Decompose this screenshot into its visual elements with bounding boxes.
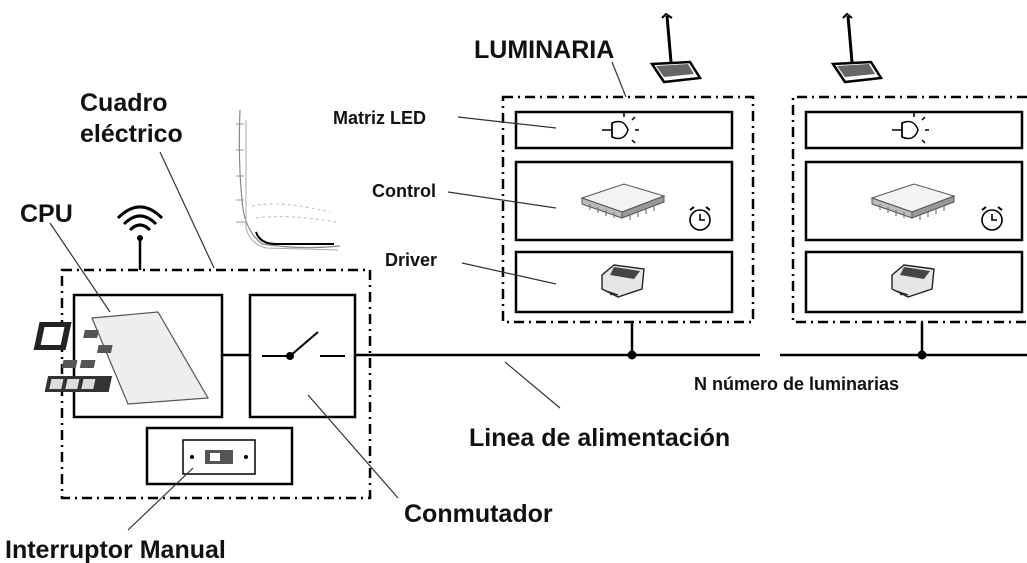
luminaria-enclosure-1: [501, 95, 755, 324]
interruptor-label: Interruptor Manual: [5, 536, 226, 563]
n-luminarias-label: N número de luminarias: [694, 374, 899, 394]
matriz-led-label: Matriz LED: [333, 108, 426, 128]
cpu-label: CPU: [20, 200, 73, 228]
toggle-switch-icon: [190, 450, 248, 464]
street-lamp-icon: [649, 12, 703, 84]
light-bulb-icon: [602, 113, 639, 144]
matriz-led-box-1: [514, 110, 734, 150]
luminaria-label: LUMINARIA: [474, 36, 614, 64]
wifi-icon: [116, 205, 164, 270]
cpu-board-icon: [33, 311, 210, 405]
chip-icon: [580, 183, 666, 220]
cuadro-label-line2: eléctrico: [80, 120, 183, 148]
chip-icon: [870, 183, 956, 220]
street-lamp-icon: [830, 12, 884, 84]
switch-icon: [262, 331, 345, 360]
control-label: Control: [372, 181, 436, 201]
cuadro-label-line1: Cuadro: [80, 89, 168, 117]
cable-trench-sketch: [236, 109, 341, 251]
alarm-clock-icon: [689, 206, 711, 231]
conmutador-label: Conmutador: [404, 500, 553, 528]
driver-box-icon: [601, 264, 645, 298]
luminaria-enclosure-2: [791, 95, 1027, 324]
linea-label: Linea de alimentación: [469, 424, 730, 452]
driver-box-icon: [891, 264, 935, 298]
alarm-clock-icon: [981, 206, 1003, 231]
driver-label: Driver: [385, 250, 437, 270]
cuadro-electrico-enclosure: [60, 268, 372, 500]
light-bulb-icon: [892, 113, 929, 144]
